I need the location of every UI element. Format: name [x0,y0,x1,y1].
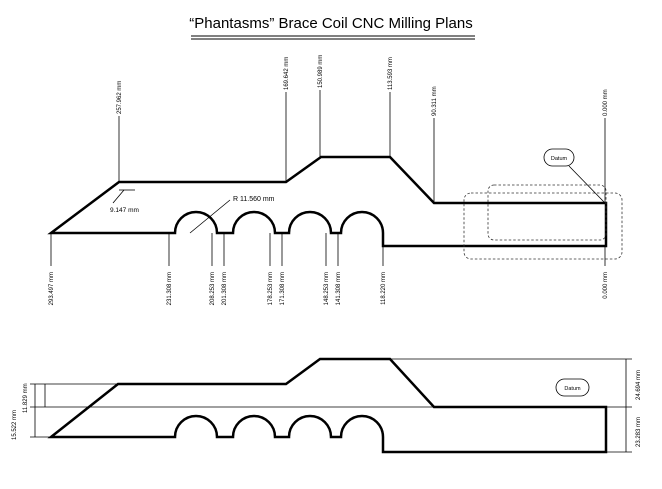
dim-24-694: 24.694 mm [636,370,642,400]
bottom-extension-lines [50,233,606,266]
dim-15-522: 15.522 mm [12,410,18,440]
brace-outline-side [47,357,608,454]
dim-118-220: 118.220 mm [381,272,387,305]
dim-23-283: 23.283 mm [636,417,642,447]
dim-150-989: 150.989 mm [318,55,324,88]
dim-178-253: 178.253 mm [268,272,274,305]
small-dim-leader [112,189,125,204]
dim-90-311: 90.311 mm [432,86,438,116]
plan-title: “Phantasms” Brace Coil CNC Milling Plans [189,15,472,32]
side-view: 15.522 mm 11.829 mm 24.694 mm 23.283 mm … [12,357,642,454]
dim-169-642: 169.642 mm [284,57,290,90]
dim-0-000-top: 0.000 mm [603,89,609,116]
dim-148-253: 148.253 mm [324,272,330,305]
dim-231-308: 231.308 mm [167,272,173,305]
datum-leader-top [568,165,605,203]
top-view: 257.962 mm 169.642 mm 150.989 mm 113.593… [47,55,623,305]
dim-0-000-bottom: 0.000 mm [603,272,609,299]
datum-badge-top [543,148,575,167]
brace-outline-top [47,155,608,248]
datum-label-top: Datum [551,156,568,162]
small-dim-label: 9.147 mm [110,207,139,214]
dim-113-593: 113.593 mm [388,57,394,90]
clamp-region-inner [487,184,607,241]
dim-141-308: 141.308 mm [336,272,342,305]
dim-11-829: 11.829 mm [23,383,29,413]
radius-label: R 11.560 mm [233,196,275,203]
radius-leader [189,199,231,234]
clamp-region-outer [463,192,623,260]
datum-label-side: Datum [564,386,581,392]
dim-293-497: 293.497 mm [49,272,55,305]
dim-171-308: 171.308 mm [280,272,286,305]
top-extension-lines [118,90,606,203]
dim-208-253: 208.253 mm [210,272,216,305]
datum-badge-side [555,378,590,397]
dim-257-962: 257.962 mm [117,81,123,114]
dim-201-308: 201.308 mm [222,272,228,305]
